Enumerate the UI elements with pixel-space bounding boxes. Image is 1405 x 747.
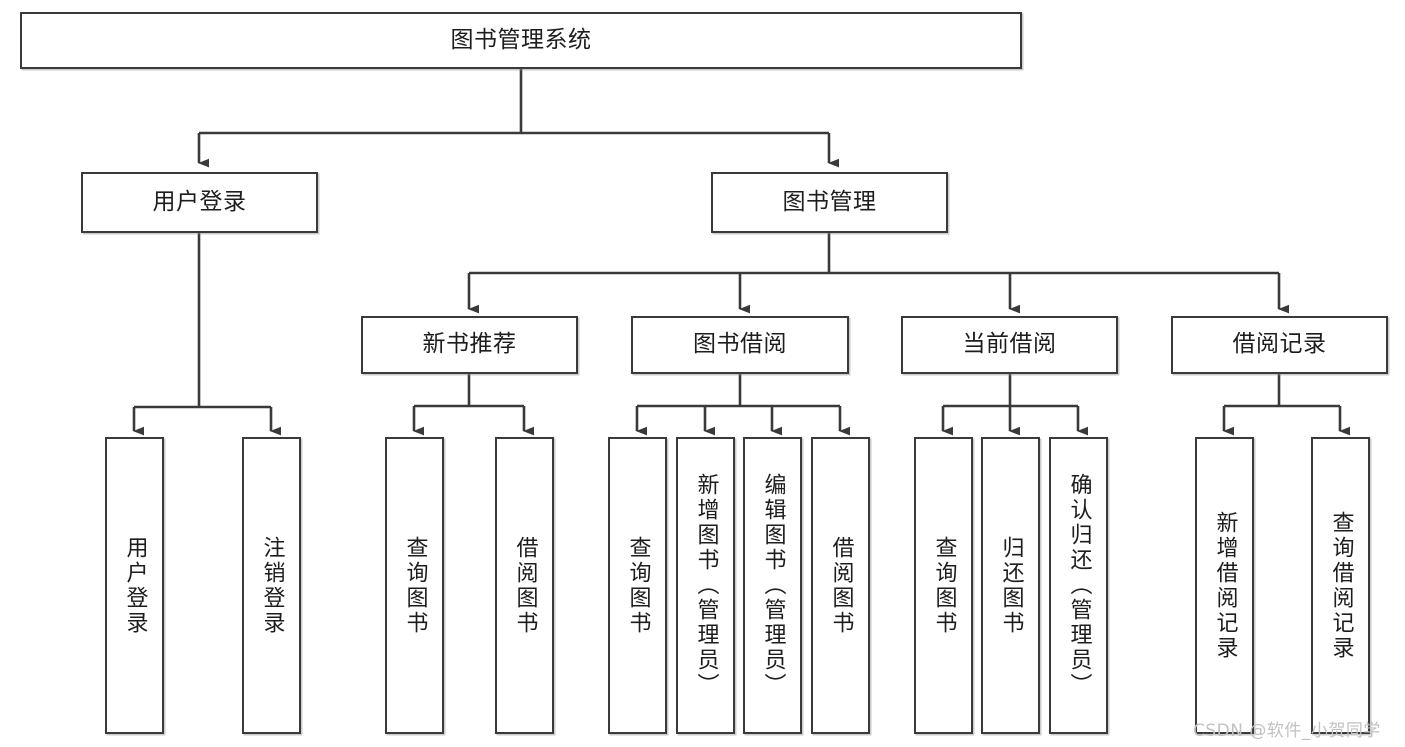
node-label: 借阅图书 [828,535,854,636]
csdn-watermark: CSDN @软件_小贺同学 [1193,721,1381,741]
node-label: 归还图书 [998,535,1024,636]
node-label: 查询图书 [931,535,957,636]
leaf-query-book-recommend[interactable]: 查询图书 [385,437,444,734]
node-label: 借阅记录 [1232,331,1327,358]
leaf-edit-book[interactable]: 编辑图书（管理员） [743,437,802,734]
node-label: 图书借阅 [693,331,787,358]
node-borrow-record[interactable]: 借阅记录 [1171,316,1388,374]
node-label: 新增图书（管理员） [693,473,719,698]
node-label: 编辑图书（管理员） [760,473,786,698]
node-label: 查询图书 [402,535,428,636]
leaf-user-login[interactable]: 用户登录 [105,437,164,734]
node-user-login[interactable]: 用户登录 [81,172,318,233]
node-book-borrow[interactable]: 图书借阅 [631,316,849,374]
leaf-add-borrow-record[interactable]: 新增借阅记录 [1195,437,1254,734]
leaf-borrow-book[interactable]: 借阅图书 [811,437,870,734]
node-current-borrow[interactable]: 当前借阅 [901,316,1118,374]
node-label: 用户登录 [122,535,148,636]
node-label: 用户登录 [152,188,247,215]
node-label: 查询图书 [625,535,651,636]
leaf-query-borrow-record[interactable]: 查询借阅记录 [1311,437,1370,734]
leaf-query-book-borrow[interactable]: 查询图书 [608,437,667,734]
node-label: 图书管理 [782,188,877,215]
node-label: 借阅图书 [512,535,538,636]
node-label: 确认归还（管理员） [1066,473,1092,698]
leaf-borrow-book-recommend[interactable]: 借阅图书 [495,437,554,734]
node-label: 注销登录 [259,535,285,636]
node-label: 新增借阅记录 [1212,510,1238,661]
node-label: 查询借阅记录 [1328,510,1354,661]
leaf-query-book-current[interactable]: 查询图书 [914,437,973,734]
leaf-logout[interactable]: 注销登录 [242,437,301,734]
leaf-confirm-return[interactable]: 确认归还（管理员） [1049,437,1108,734]
node-new-book-recommend[interactable]: 新书推荐 [361,316,578,374]
node-label: 当前借阅 [962,331,1057,358]
leaf-return-book[interactable]: 归还图书 [981,437,1040,734]
node-book-management-system[interactable]: 图书管理系统 [20,12,1022,69]
leaf-add-book[interactable]: 新增图书（管理员） [676,437,735,734]
node-label: 新书推荐 [422,331,517,358]
node-book-management[interactable]: 图书管理 [711,172,948,233]
node-label: 图书管理系统 [450,26,592,53]
